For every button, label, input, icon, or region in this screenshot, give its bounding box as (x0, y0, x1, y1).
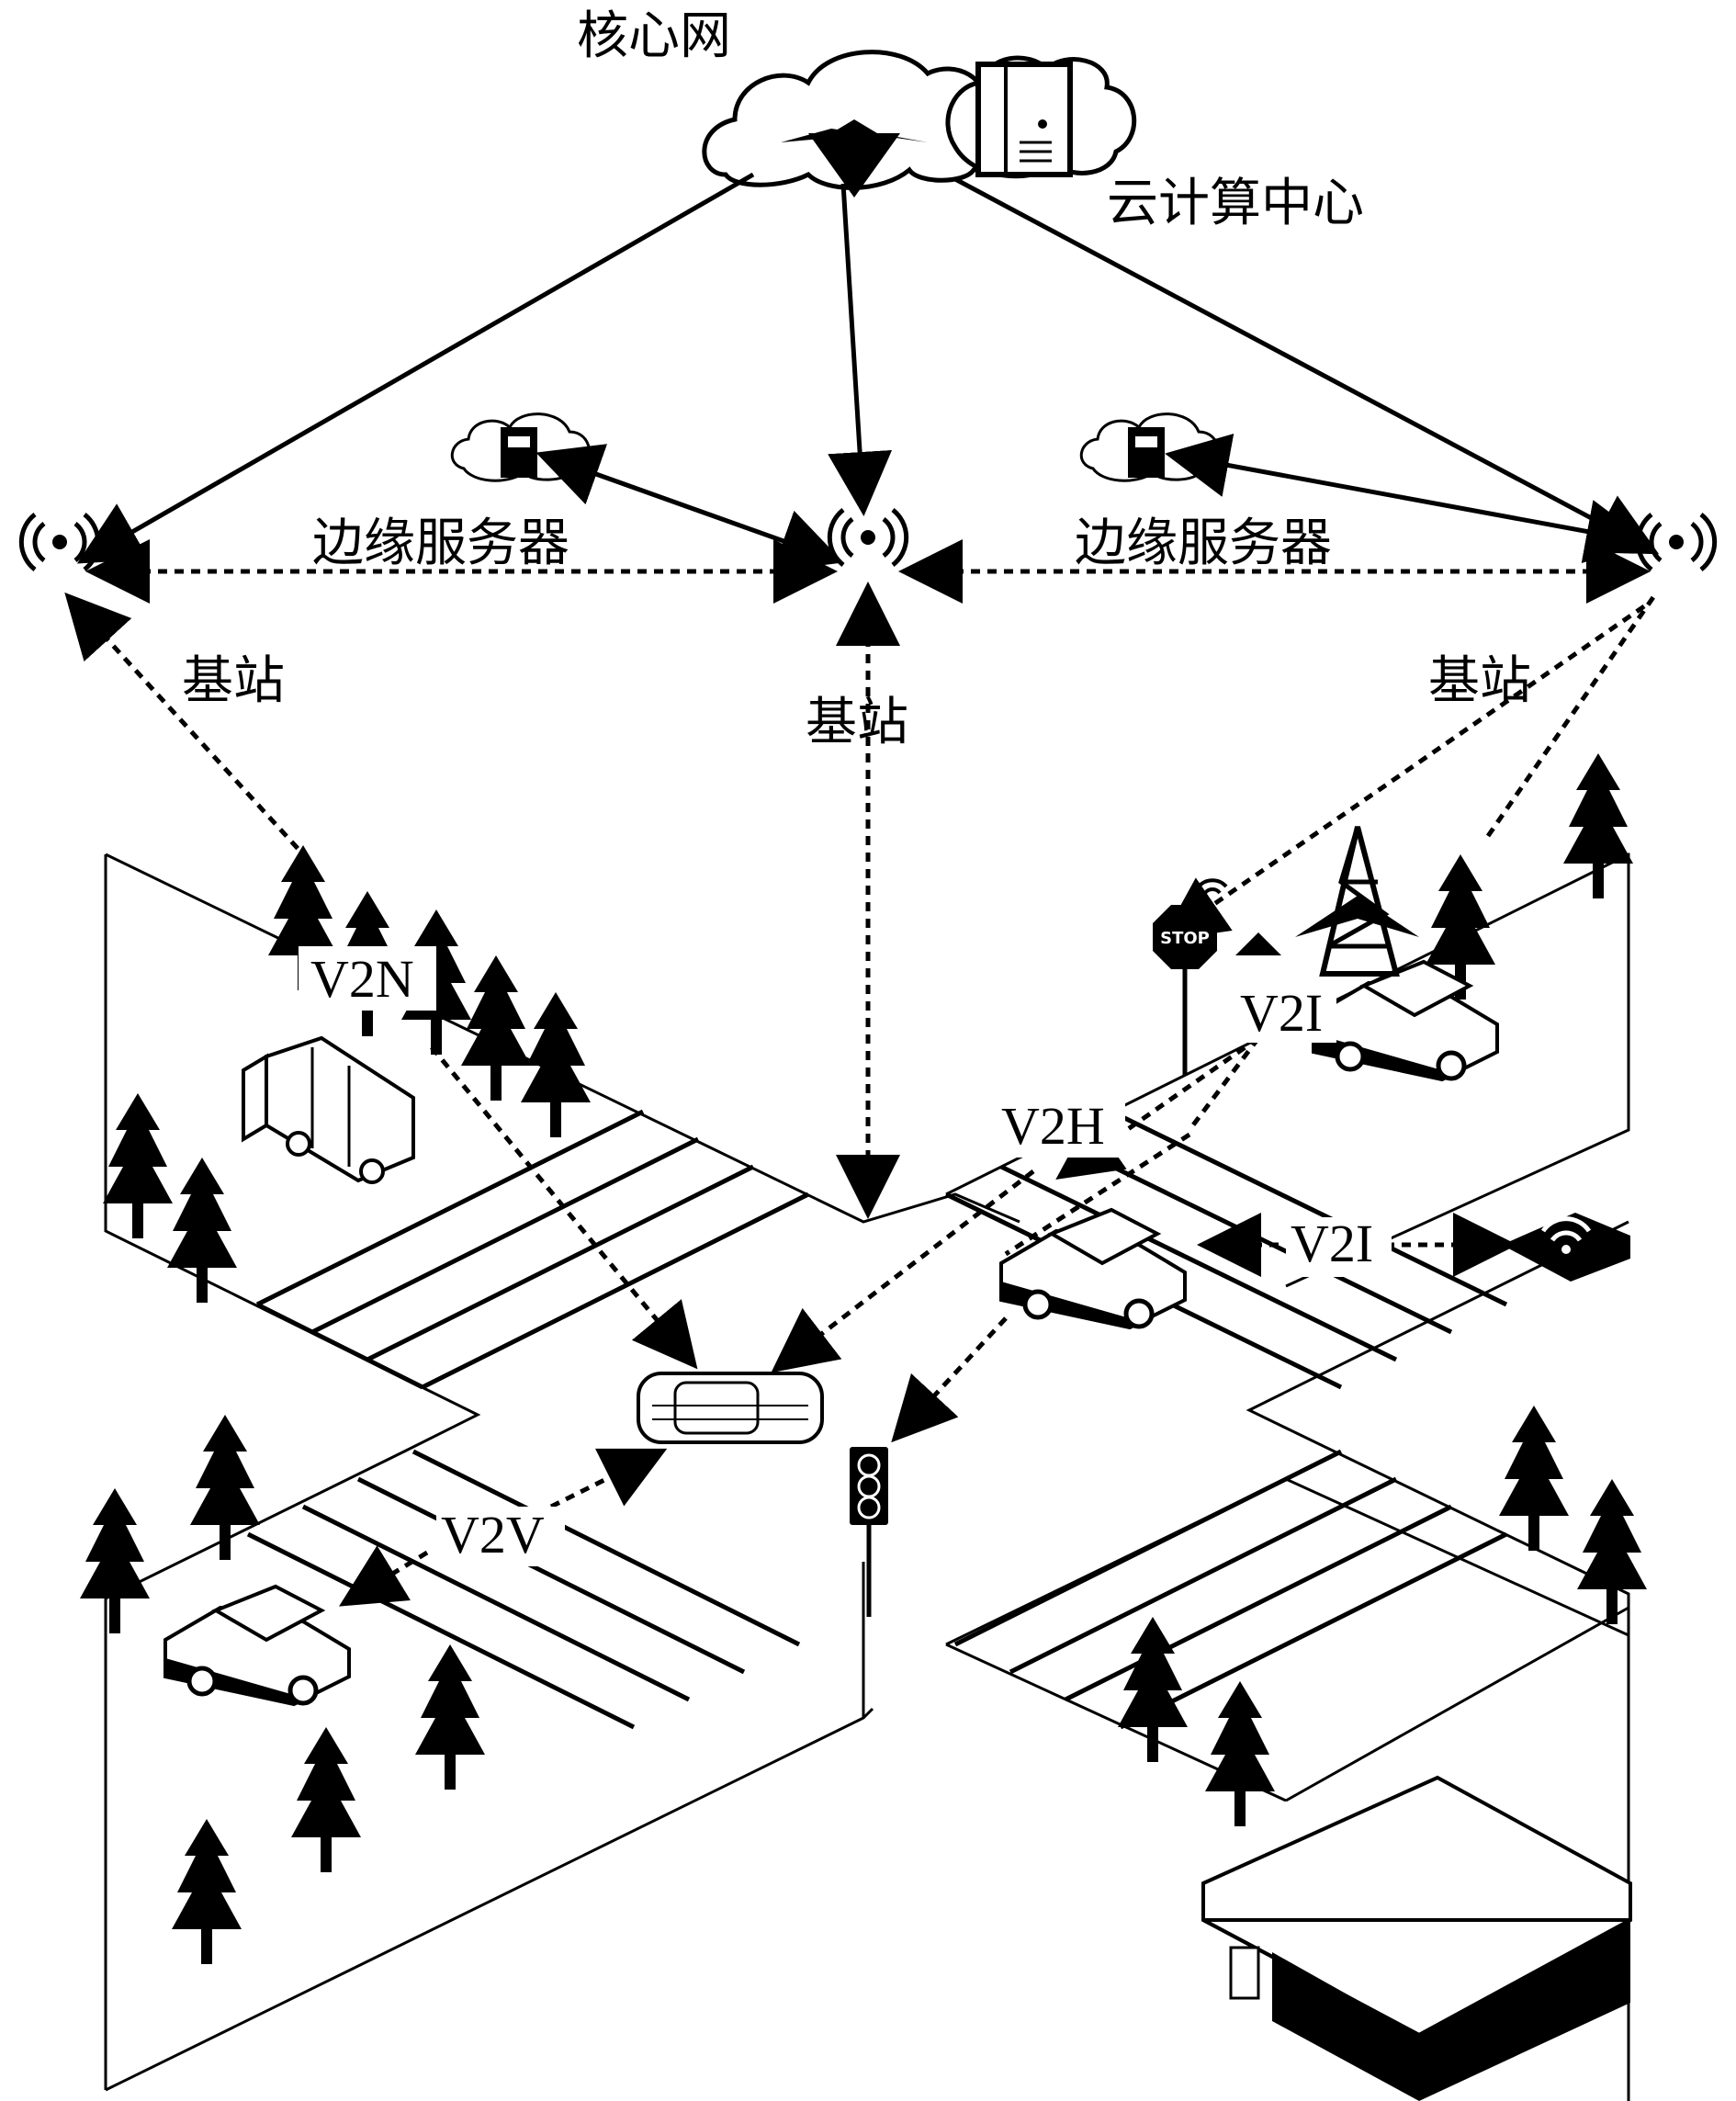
wifi-icon (1197, 878, 1228, 895)
left-bs-down-link (64, 592, 305, 856)
tree-icon (291, 1727, 361, 1872)
tree-icon (1205, 1681, 1275, 1826)
tree-icon (461, 955, 531, 1101)
cell-tower-icon (1235, 826, 1419, 977)
v2i-down-link (1004, 1132, 1191, 1257)
roadside-unit-wifi (1502, 1213, 1630, 1282)
car-icon (637, 1372, 824, 1444)
car-icon (1313, 962, 1497, 1079)
core-to-center-bs-link (828, 183, 893, 516)
server-icon (1128, 427, 1165, 478)
edge-server-right-label: 边缘服务器 (1075, 514, 1332, 573)
bs-right-to-tower-link (1161, 604, 1646, 941)
car-icon (165, 1587, 349, 1704)
core-to-left-bs-link (76, 172, 755, 564)
house-icon (1201, 1775, 1632, 2101)
wifi-icon (1540, 1216, 1592, 1242)
edge-server-left-icon (450, 412, 591, 482)
v2n-label: V2N (310, 949, 414, 1009)
stop-sign-text: STOP (1160, 929, 1210, 948)
car-to-light-link (891, 1316, 1008, 1443)
tree-icon (103, 1093, 173, 1238)
stop-sign: STOP (1153, 878, 1228, 1075)
v2i-top-link-2 (1188, 1036, 1260, 1132)
antenna-right-icon (1635, 513, 1718, 571)
v2i-right-label: V2I (1291, 1214, 1373, 1273)
tree-icon (1499, 1406, 1569, 1551)
tree-icon (167, 1158, 237, 1303)
tree-icon (190, 1415, 260, 1560)
v2v-label: V2V (441, 1505, 545, 1564)
core-to-right-bs-link (953, 176, 1660, 555)
v2v-link-up (549, 1448, 668, 1509)
edge-server-right-icon (1079, 412, 1220, 482)
v2i-top-label: V2I (1240, 983, 1323, 1043)
v2h-link (771, 1169, 1035, 1373)
core-network-cloud (702, 50, 1137, 190)
crosswalk-bottom-right (953, 1449, 1508, 1730)
core-network-label: 核心网 (577, 6, 731, 66)
server-icon (975, 62, 1073, 177)
server-icon (501, 427, 537, 478)
trees (80, 753, 1647, 1964)
crosswalk-bottom-left (246, 1449, 801, 1730)
antenna-center-icon (827, 508, 909, 567)
v2n-link (430, 1045, 698, 1370)
cloud-center-label: 云计算中心 (1107, 174, 1364, 233)
truck-icon (242, 1035, 415, 1184)
wireless-links (64, 539, 1656, 1607)
antenna-left-icon (18, 513, 101, 571)
tree-icon (80, 1488, 150, 1633)
tree-icon (1577, 1479, 1647, 1624)
base-station-right-label: 基站 (1428, 651, 1531, 711)
labels: 核心网 云计算中心 边缘服务器 边缘服务器 基站 基站 基站 V2N V2I V… (182, 6, 1531, 1566)
tree-icon (415, 1644, 485, 1790)
tree-icon (172, 1819, 242, 1964)
tree-icon (1118, 1617, 1188, 1762)
v2h-label: V2H (1001, 1096, 1105, 1156)
traffic-light-icon (850, 1447, 888, 1617)
tower-to-bs-link (1485, 595, 1656, 838)
car-icon (1001, 1210, 1185, 1327)
base-station-left-label: 基站 (182, 651, 285, 711)
crosswalk-top-left (255, 1109, 810, 1390)
tree-icon (521, 992, 591, 1137)
edge-right-link (1165, 434, 1651, 563)
tree-icon (1563, 753, 1633, 898)
edge-left-link (535, 444, 844, 571)
edge-server-left-label: 边缘服务器 (312, 514, 569, 573)
base-station-center-label: 基站 (806, 693, 908, 752)
